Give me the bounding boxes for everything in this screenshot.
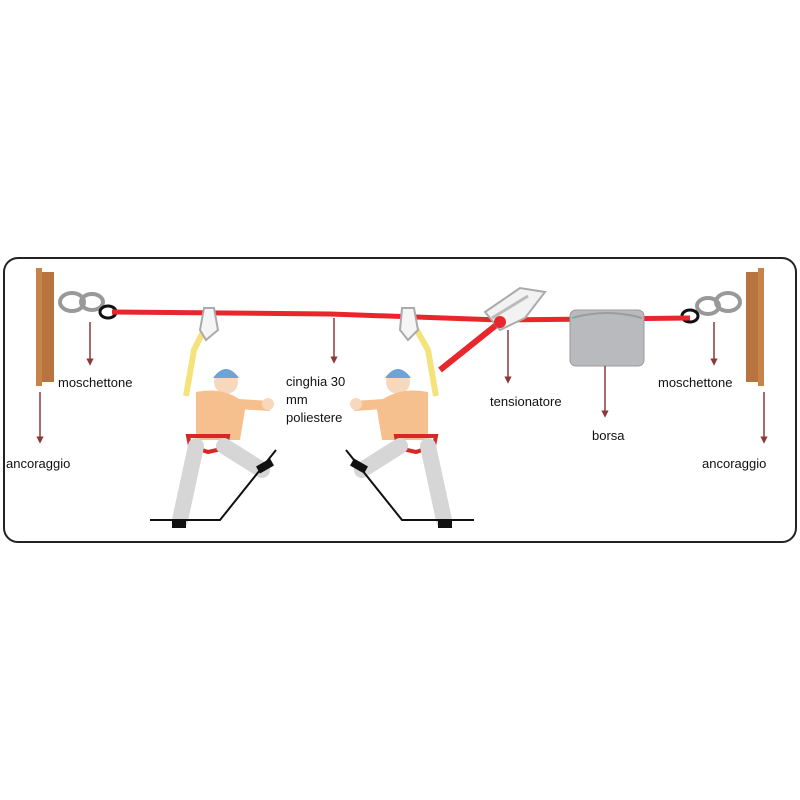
label-tensionatore: tensionatore — [490, 394, 562, 409]
label-cinghia-3: poliestere — [286, 410, 342, 425]
label-cinghia-1: cinghia 30 — [286, 374, 345, 389]
tensioner — [483, 286, 547, 332]
label-ancoraggio-right: ancoraggio — [702, 456, 766, 471]
pointer-arrows — [36, 318, 768, 444]
label-borsa: borsa — [592, 428, 625, 443]
worker-left — [150, 307, 277, 528]
strap-tail — [438, 319, 502, 373]
label-cinghia-2: mm — [286, 392, 308, 407]
label-ancoraggio-left: ancoraggio — [6, 456, 70, 471]
worker-right — [345, 307, 474, 528]
anchor-left — [36, 268, 54, 386]
bag — [569, 309, 645, 367]
label-moschettone-left: moschettone — [58, 375, 132, 390]
anchor-right — [746, 268, 764, 386]
label-moschettone-right: moschettone — [658, 375, 732, 390]
